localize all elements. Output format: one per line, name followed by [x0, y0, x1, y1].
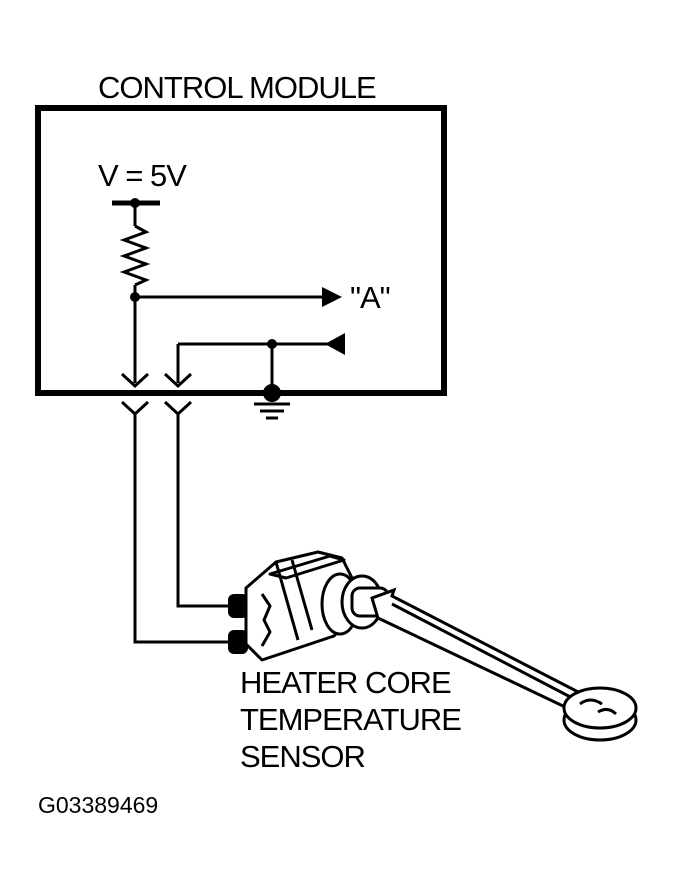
control-module-title: CONTROL MODULE — [98, 70, 377, 105]
harness-pin-2-chevron — [163, 400, 193, 417]
signal-wire-external — [133, 414, 232, 644]
ground-symbol — [254, 402, 290, 420]
sensor-label: HEATER CORE TEMPERATURE SENSOR — [240, 664, 462, 775]
pull-up-resistor — [119, 224, 151, 287]
output-a-label: "A" — [350, 280, 391, 315]
module-pin-1-chevron — [120, 372, 150, 389]
sensor-terminal-upper — [228, 594, 248, 618]
sensor-label-line-1: HEATER CORE — [240, 665, 452, 700]
ground-input-arrow — [325, 333, 345, 355]
sensor-collar — [320, 572, 390, 636]
sensor-terminal-lower — [228, 630, 248, 654]
harness-pin-1-chevron — [120, 400, 150, 417]
output-a-arrow — [322, 287, 342, 307]
supply-voltage-label: V = 5V — [98, 158, 187, 193]
sensor-tip — [562, 686, 638, 742]
figure-id-label: G03389469 — [38, 792, 159, 818]
ground-wire-external — [176, 414, 232, 608]
sensor-label-line-3: SENSOR — [240, 739, 366, 774]
module-pin-2-chevron — [163, 372, 193, 389]
ground-terminal-node — [263, 384, 281, 402]
control-module-box — [35, 105, 447, 396]
sensor-label-line-2: TEMPERATURE — [240, 702, 462, 737]
